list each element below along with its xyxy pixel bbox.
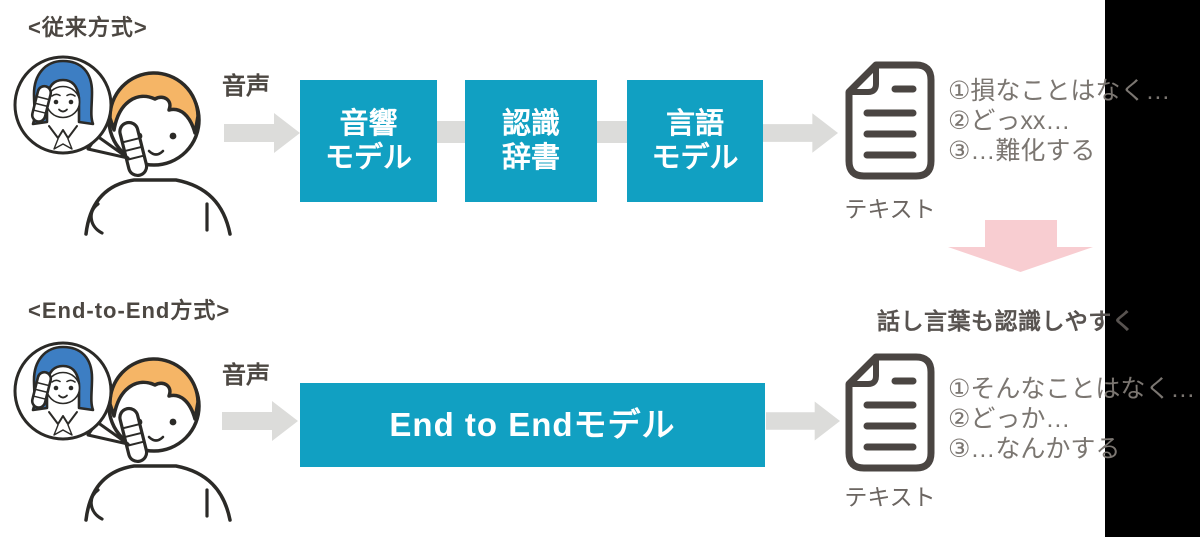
flow-arrow-icon	[763, 111, 838, 155]
callers-illustration	[2, 338, 237, 523]
box-label-line: モデル	[651, 142, 739, 174]
text-caption-bottom: テキスト	[844, 484, 936, 510]
box-label: End to Endモデル	[389, 405, 676, 443]
result-line: ③…なんかする	[948, 435, 1121, 463]
flow-arrow-icon	[222, 399, 298, 443]
result-line: ②どっxx…	[948, 107, 1071, 135]
result-line: ②どっか…	[948, 405, 1071, 433]
callers-illustration	[2, 52, 237, 237]
connector-bar	[597, 121, 627, 143]
document-icon	[842, 58, 938, 184]
text-caption-top: テキスト	[844, 196, 936, 222]
end-to-end-model-box: End to Endモデル	[300, 383, 765, 467]
language-model-box: 言語 モデル	[627, 80, 763, 202]
connector-bar	[437, 121, 465, 143]
down-arrow-icon	[948, 220, 1093, 272]
audio-label-top: 音声	[222, 73, 270, 100]
audio-label-bottom: 音声	[222, 362, 270, 389]
flow-arrow-icon	[224, 111, 300, 155]
recognition-dictionary-box: 認識 辞書	[465, 80, 597, 202]
right-black-bar	[1105, 0, 1200, 537]
box-label-line: 言語	[665, 107, 724, 140]
recognition-results-bottom: ①そんなことはなく… ②どっか… ③…なんかする	[948, 374, 1195, 464]
recognition-results-top: ①損なことはなく… ②どっxx… ③…難化する	[948, 76, 1170, 166]
conventional-method-title: <従来方式>	[28, 15, 148, 40]
acoustic-model-box: 音響 モデル	[300, 80, 437, 202]
end-to-end-method-title: <End-to-End方式>	[28, 298, 231, 323]
improvement-headline: 話し言葉も認識しやすく	[877, 308, 1136, 334]
box-label-line: 認識	[501, 107, 560, 140]
result-line: ③…難化する	[948, 137, 1096, 165]
box-label-line: モデル	[324, 142, 412, 174]
flow-arrow-icon	[766, 399, 840, 443]
box-label-line: 辞書	[501, 142, 560, 174]
document-icon	[842, 350, 938, 476]
result-line: ①そんなことはなく…	[948, 375, 1196, 403]
result-line: ①損なことはなく…	[948, 77, 1171, 105]
box-label-line: 音響	[339, 107, 398, 140]
